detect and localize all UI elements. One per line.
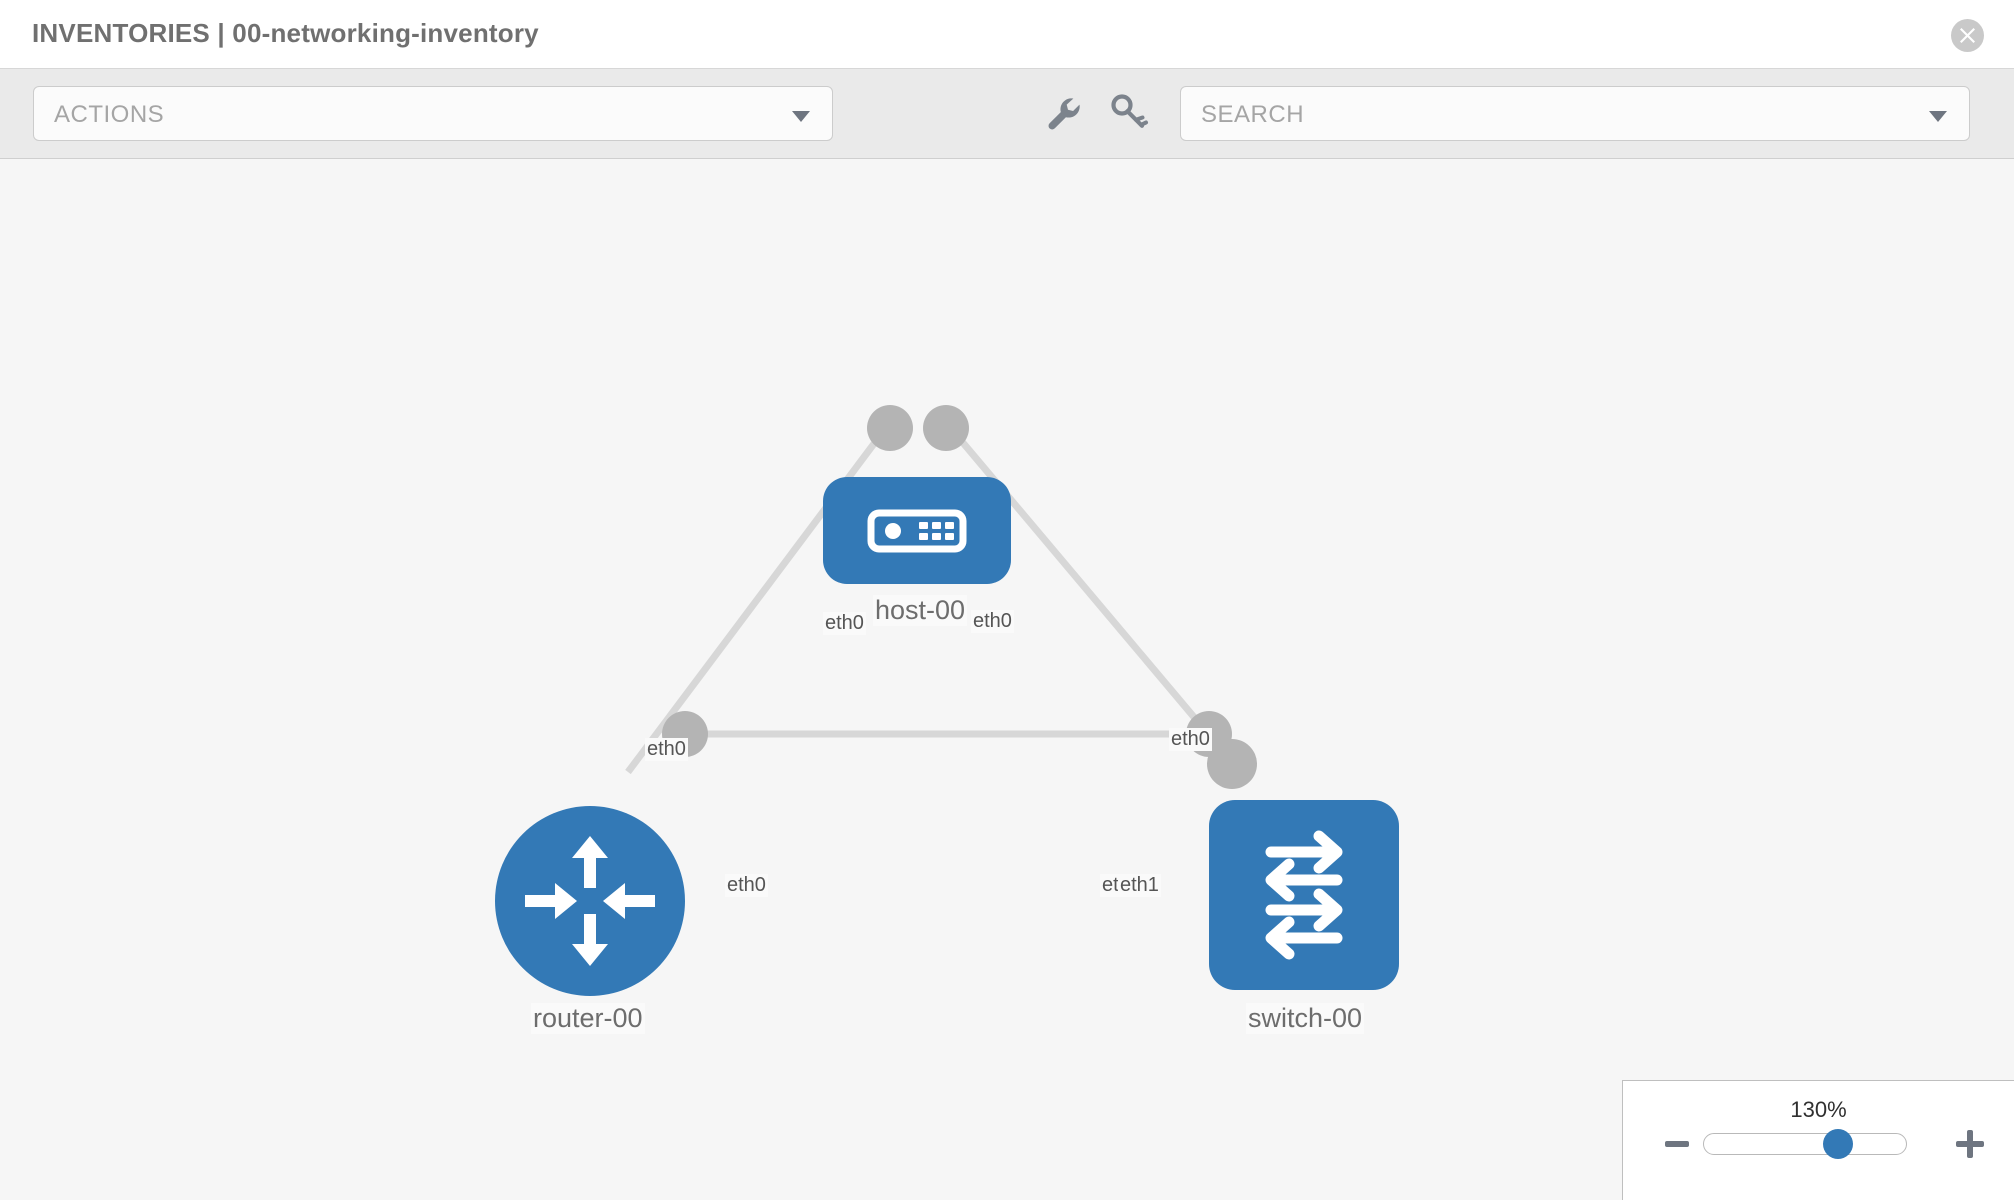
node-label-switch-00: switch-00 bbox=[1246, 1003, 1365, 1034]
title-bar: INVENTORIES | 00-networking-inventory bbox=[0, 0, 2014, 69]
topology-links-layer bbox=[625, 405, 1257, 789]
node-label-router-00: router-00 bbox=[531, 1003, 645, 1034]
node-label-host-00: host-00 bbox=[873, 595, 968, 626]
zoom-level-value: 130% bbox=[1790, 1097, 1847, 1122]
search-placeholder: SEARCH bbox=[1201, 101, 1305, 128]
wrench-icon[interactable] bbox=[1040, 89, 1088, 137]
edge-label-router-eth0-up: eth0 bbox=[645, 738, 688, 761]
zoom-in-button[interactable] bbox=[1956, 1130, 1984, 1158]
router-arrows-icon bbox=[525, 836, 655, 966]
close-icon[interactable] bbox=[1951, 19, 1984, 52]
node-host-00[interactable] bbox=[823, 477, 1011, 584]
zoom-out-button[interactable] bbox=[1665, 1141, 1689, 1147]
edge-label-router-eth0-mid: eth0 bbox=[725, 874, 768, 897]
switch-arrows-icon bbox=[1265, 830, 1343, 960]
topology-canvas[interactable]: host-00 router-00 switch-00 eth0 eth0 et… bbox=[0, 160, 2014, 1200]
chevron-down-icon bbox=[792, 111, 810, 122]
server-device-icon bbox=[867, 509, 967, 553]
node-switch-00[interactable] bbox=[1209, 800, 1399, 990]
actions-dropdown-label: ACTIONS bbox=[54, 101, 165, 128]
zoom-slider-track[interactable] bbox=[1703, 1133, 1907, 1155]
edge-label-switch-eth1-mid: eth1 bbox=[1118, 874, 1161, 897]
toolbar: ACTIONS SEARCH bbox=[0, 69, 2014, 159]
connector-host-eth0-right bbox=[923, 405, 969, 451]
actions-dropdown[interactable]: ACTIONS bbox=[33, 86, 833, 141]
page-title: INVENTORIES | 00-networking-inventory bbox=[32, 18, 539, 48]
edge-label-host-eth0-left: eth0 bbox=[823, 612, 866, 635]
node-router-00[interactable] bbox=[495, 806, 685, 996]
connector-host-eth0-left bbox=[867, 405, 913, 451]
edge-label-host-eth0-right: eth0 bbox=[971, 610, 1014, 633]
zoom-control-panel: 130% bbox=[1622, 1080, 2014, 1200]
zoom-slider-thumb[interactable] bbox=[1823, 1129, 1853, 1159]
search-input[interactable]: SEARCH bbox=[1180, 86, 1970, 141]
chevron-down-icon[interactable] bbox=[1929, 111, 1947, 122]
key-icon[interactable] bbox=[1105, 89, 1153, 137]
edge-label-switch-eth0-up: eth0 bbox=[1169, 728, 1212, 751]
